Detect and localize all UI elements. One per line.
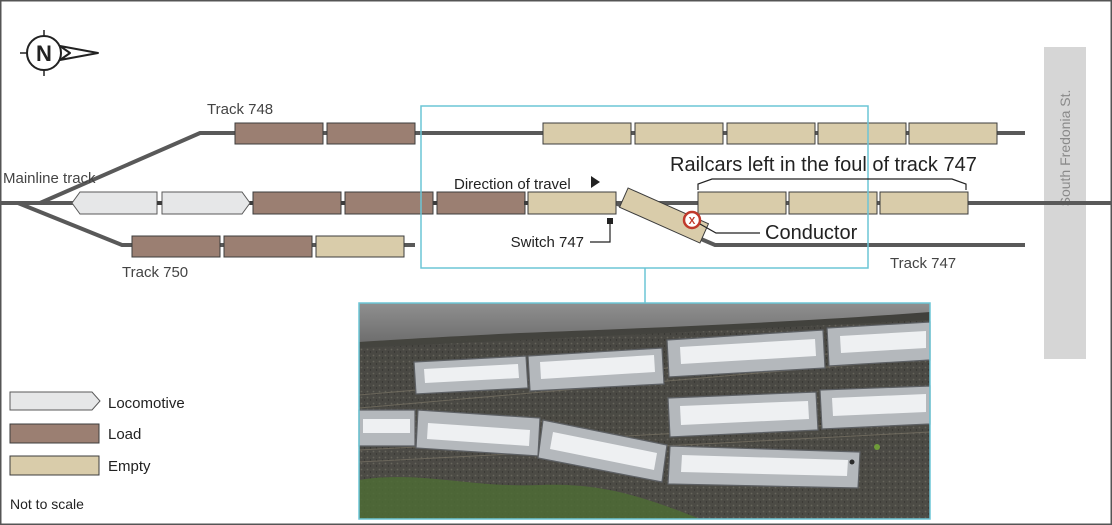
- load-car: [223, 235, 313, 258]
- person-figure-icon: [874, 444, 880, 450]
- track-750-label: Track 750: [122, 264, 188, 281]
- street-label: South Fredonia St.: [1057, 90, 1073, 207]
- legend-empty-swatch: [9, 455, 100, 476]
- switch-label: Switch 747: [511, 234, 584, 251]
- track-750-cars: [131, 235, 405, 258]
- fouling-empty-car: [618, 187, 710, 244]
- legend-load-swatch: [9, 423, 100, 444]
- not-to-scale-label: Not to scale: [10, 496, 84, 512]
- load-car: [252, 191, 342, 215]
- legend: Locomotive Load Empty Not to scale: [9, 391, 185, 512]
- empty-car: [697, 191, 787, 215]
- compass-letter: N: [36, 41, 52, 66]
- empty-car: [315, 235, 405, 258]
- load-car: [436, 191, 526, 215]
- empty-car: [788, 191, 878, 215]
- railcars-foul-label: Railcars left in the foul of track 747: [670, 154, 977, 176]
- empty-car: [879, 191, 969, 215]
- load-car: [131, 235, 221, 258]
- load-car: [326, 122, 416, 145]
- legend-empty-label: Empty: [108, 458, 151, 475]
- track-747-cars: [697, 191, 969, 215]
- switch-callout-line: [590, 224, 611, 243]
- conductor-callout-line: [699, 223, 760, 234]
- load-car: [344, 191, 434, 215]
- conductor-label: Conductor: [765, 222, 858, 244]
- legend-locomotive-swatch: [9, 391, 101, 411]
- direction-arrow-icon: [591, 176, 600, 188]
- foul-bracket: [697, 178, 967, 190]
- empty-car: [527, 191, 617, 215]
- empty-car: [908, 122, 998, 145]
- mainline-cars: [252, 191, 617, 215]
- mainline-label: Mainline track: [3, 170, 96, 187]
- empty-car: [726, 122, 816, 145]
- aerial-photo-border: [358, 302, 931, 520]
- track-748-label: Track 748: [207, 101, 273, 118]
- mainline-train: [71, 191, 251, 215]
- aerial-photo: [358, 302, 931, 520]
- load-car: [234, 122, 324, 145]
- north-arrow-icon: N: [20, 30, 99, 76]
- legend-load-label: Load: [108, 426, 141, 443]
- locomotive: [161, 191, 251, 215]
- track-748-cars: [234, 122, 998, 145]
- couplers: [157, 201, 528, 205]
- legend-locomotive-label: Locomotive: [108, 395, 185, 412]
- empty-car: [817, 122, 907, 145]
- switch-marker-icon: [607, 218, 613, 224]
- empty-car: [542, 122, 632, 145]
- direction-label: Direction of travel: [454, 176, 571, 193]
- track-747-label: Track 747: [890, 255, 956, 272]
- conductor-marker-letter: X: [689, 216, 696, 227]
- locomotive: [71, 191, 158, 215]
- empty-car: [634, 122, 724, 145]
- conductor-marker-icon: [682, 210, 702, 230]
